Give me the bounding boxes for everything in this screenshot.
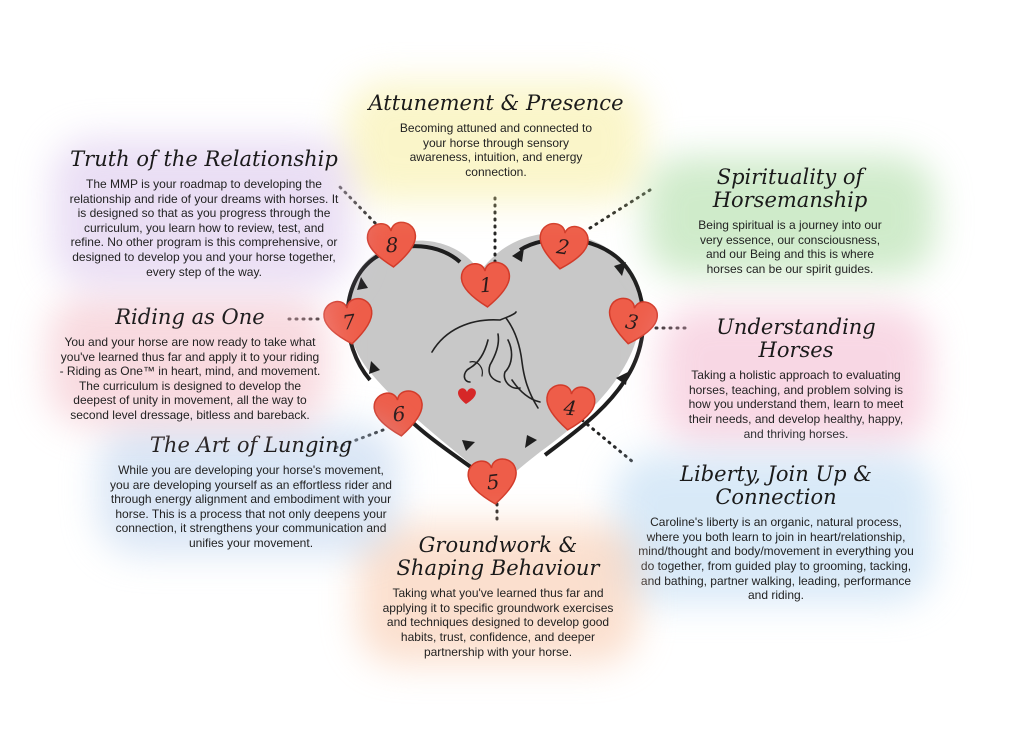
step-number: 5 [485,469,500,494]
step-number: 4 [561,395,577,420]
step-hearts: 1 2 3 4 5 6 7 8 [323,221,659,505]
numbered-heart-icon [323,297,373,345]
numbered-heart-icon [373,390,423,437]
step-block-riding: Riding as One You and your horse are now… [48,296,328,426]
arrow-icon [525,435,537,448]
arrow-icon [462,440,475,451]
step-heart-3: 3 [608,297,659,345]
small-red-heart-icon [458,388,476,404]
step-glow [98,424,398,554]
numbered-heart-icon [546,384,596,431]
step-title: Spirituality of Horsemanship [712,165,868,213]
step-glow [660,306,930,446]
arrow-icon [614,262,626,276]
arrow-icon [357,277,368,290]
step-block-spirituality: Spirituality of Horsemanship Being spiri… [645,156,935,277]
step-glow [614,453,934,603]
step-heart-5: 5 [467,458,517,505]
step-heart-4: 4 [546,384,596,431]
horse-and-woman-silhouette-icon [431,311,541,409]
step-glow [358,524,638,664]
step-description: While you are developing your horse's mo… [110,463,392,551]
step-glow [645,156,935,276]
step-title: Riding as One [115,305,265,329]
step-title: Attunement & Presence [368,91,624,115]
step-number: 8 [385,233,399,258]
step-heart-2: 2 [539,222,589,270]
step-number: 1 [479,273,493,298]
step-description: Taking a holistic approach to evaluating… [688,368,904,441]
step-glow [52,138,352,288]
step-description: Caroline's liberty is an organic, natura… [638,515,914,603]
flow-arrows [357,248,628,451]
step-description: You and your horse are now ready to take… [59,335,321,423]
step-number: 7 [341,309,357,335]
step-heart-6: 6 [373,390,423,437]
step-block-understanding: Understanding Horses Taking a holistic a… [660,306,930,446]
step-block-truth: Truth of the Relationship The MMP is you… [52,138,352,288]
step-block-lunging: The Art of Lunging While you are develop… [98,424,398,554]
step-block-liberty: Liberty, Join Up & Connection Caroline's… [614,453,934,603]
step-description: Being spiritual is a journey into our ve… [698,218,882,276]
step-description: Becoming attuned and connected to your h… [399,121,593,179]
step-glow [48,296,328,426]
numbered-heart-icon [366,221,417,268]
step-title: Groundwork & Shaping Behaviour [396,533,600,581]
step-block-groundwork: Groundwork & Shaping Behaviour Taking wh… [358,524,638,664]
arrow-icon [616,372,628,385]
step-title: The Art of Lunging [149,433,353,457]
numbered-heart-icon [539,222,589,270]
step-heart-1: 1 [460,261,511,308]
arrow-icon [512,248,524,262]
step-number: 2 [554,234,571,260]
numbered-heart-icon [467,458,517,505]
numbered-heart-icon [460,261,511,308]
step-title: Truth of the Relationship [70,147,338,171]
heart-outline [345,244,462,382]
step-heart-7: 7 [323,297,373,345]
arrow-icon [369,361,380,374]
step-description: The MMP is your roadmap to developing th… [69,177,339,279]
numbered-heart-icon [608,297,659,345]
step-title: Liberty, Join Up & Connection [680,462,872,510]
step-heart-8: 8 [366,221,417,268]
step-glow [345,82,645,202]
step-block-attunement: Attunement & Presence Becoming attuned a… [345,82,645,202]
step-number: 6 [391,401,406,426]
step-description: Taking what you've learned thus far and … [382,586,614,659]
step-number: 3 [624,309,641,335]
step-title: Understanding Horses [716,315,876,363]
